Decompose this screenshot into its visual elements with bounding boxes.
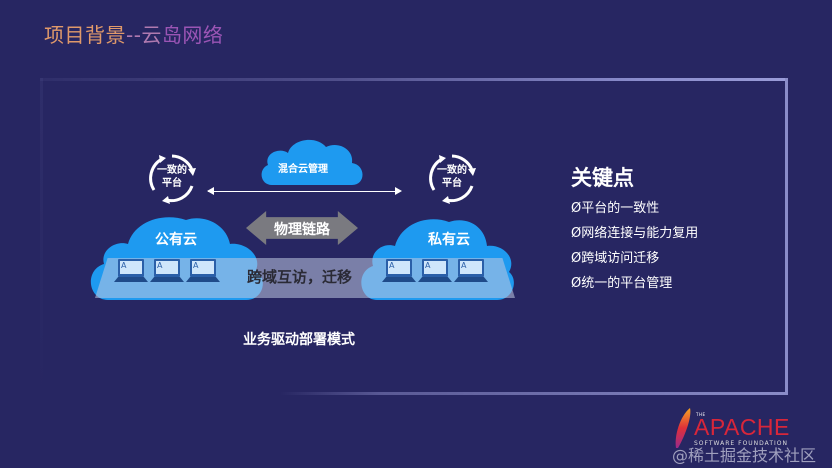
cycle-arrows-icon: [429, 154, 476, 204]
logo-subtitle: SOFTWARE FOUNDATION: [694, 440, 788, 447]
arrow-head-left-icon: [207, 187, 214, 195]
laptop-icon: A: [186, 259, 220, 285]
logo-word: APACHE: [694, 414, 790, 440]
frame-border-top: [40, 78, 788, 81]
key-point-item: Ø平台的一致性: [571, 201, 660, 216]
key-point-item: Ø网络连接与能力复用: [571, 226, 699, 241]
sync-right-line1: 一致的: [437, 165, 467, 176]
title-part-2: --云: [126, 23, 162, 47]
feather-icon: [675, 408, 691, 448]
frame-border-right: [785, 78, 788, 395]
cycle-arrows-icon: [149, 154, 196, 204]
slide-title: 项目背景--云岛网络: [44, 19, 223, 48]
sync-right-line2: 平台: [442, 178, 462, 189]
physical-link-label: 物理链路: [274, 222, 330, 238]
laptop-icon: A: [382, 259, 416, 285]
frame-border-left: [40, 78, 43, 395]
key-points-title: 关键点: [571, 166, 634, 190]
laptop-icon: A: [150, 259, 184, 285]
hybrid-cloud-icon: [261, 139, 363, 185]
key-point-item: Ø统一的平台管理: [571, 276, 673, 291]
laptop-icon: A: [114, 259, 148, 285]
title-part-3: 岛网络: [161, 23, 224, 47]
sync-left-line2: 平台: [162, 178, 182, 189]
hybrid-cloud-label: 混合云管理: [278, 164, 328, 175]
laptop-icon: A: [418, 259, 452, 285]
key-points-list: Ø平台的一致性 Ø网络连接与能力复用 Ø跨域访问迁移 Ø统一的平台管理: [571, 199, 698, 299]
public-cloud-label: 公有云: [155, 232, 197, 248]
double-arrow-line: [208, 191, 400, 192]
laptop-icon: A: [454, 259, 488, 285]
diagram-caption: 业务驱动部署模式: [243, 332, 355, 348]
cross-domain-label: 跨域互访，迁移: [247, 268, 353, 286]
key-point-item: Ø跨域访问迁移: [571, 251, 660, 266]
logo-the: THE: [696, 412, 706, 417]
watermark: @稀土掘金技术社区: [672, 446, 817, 465]
sync-platform-right: 一致的平台: [424, 150, 480, 206]
sync-platform-left: 一致的平台: [144, 150, 200, 206]
frame-border-bottom: [280, 392, 788, 395]
apache-logo: THE APACHE SOFTWARE FOUNDATION: [666, 404, 806, 454]
arrow-head-right-icon: [395, 187, 402, 195]
title-part-1: 项目背景: [44, 23, 126, 47]
sync-left-line1: 一致的: [157, 165, 187, 176]
private-cloud-label: 私有云: [428, 232, 470, 248]
